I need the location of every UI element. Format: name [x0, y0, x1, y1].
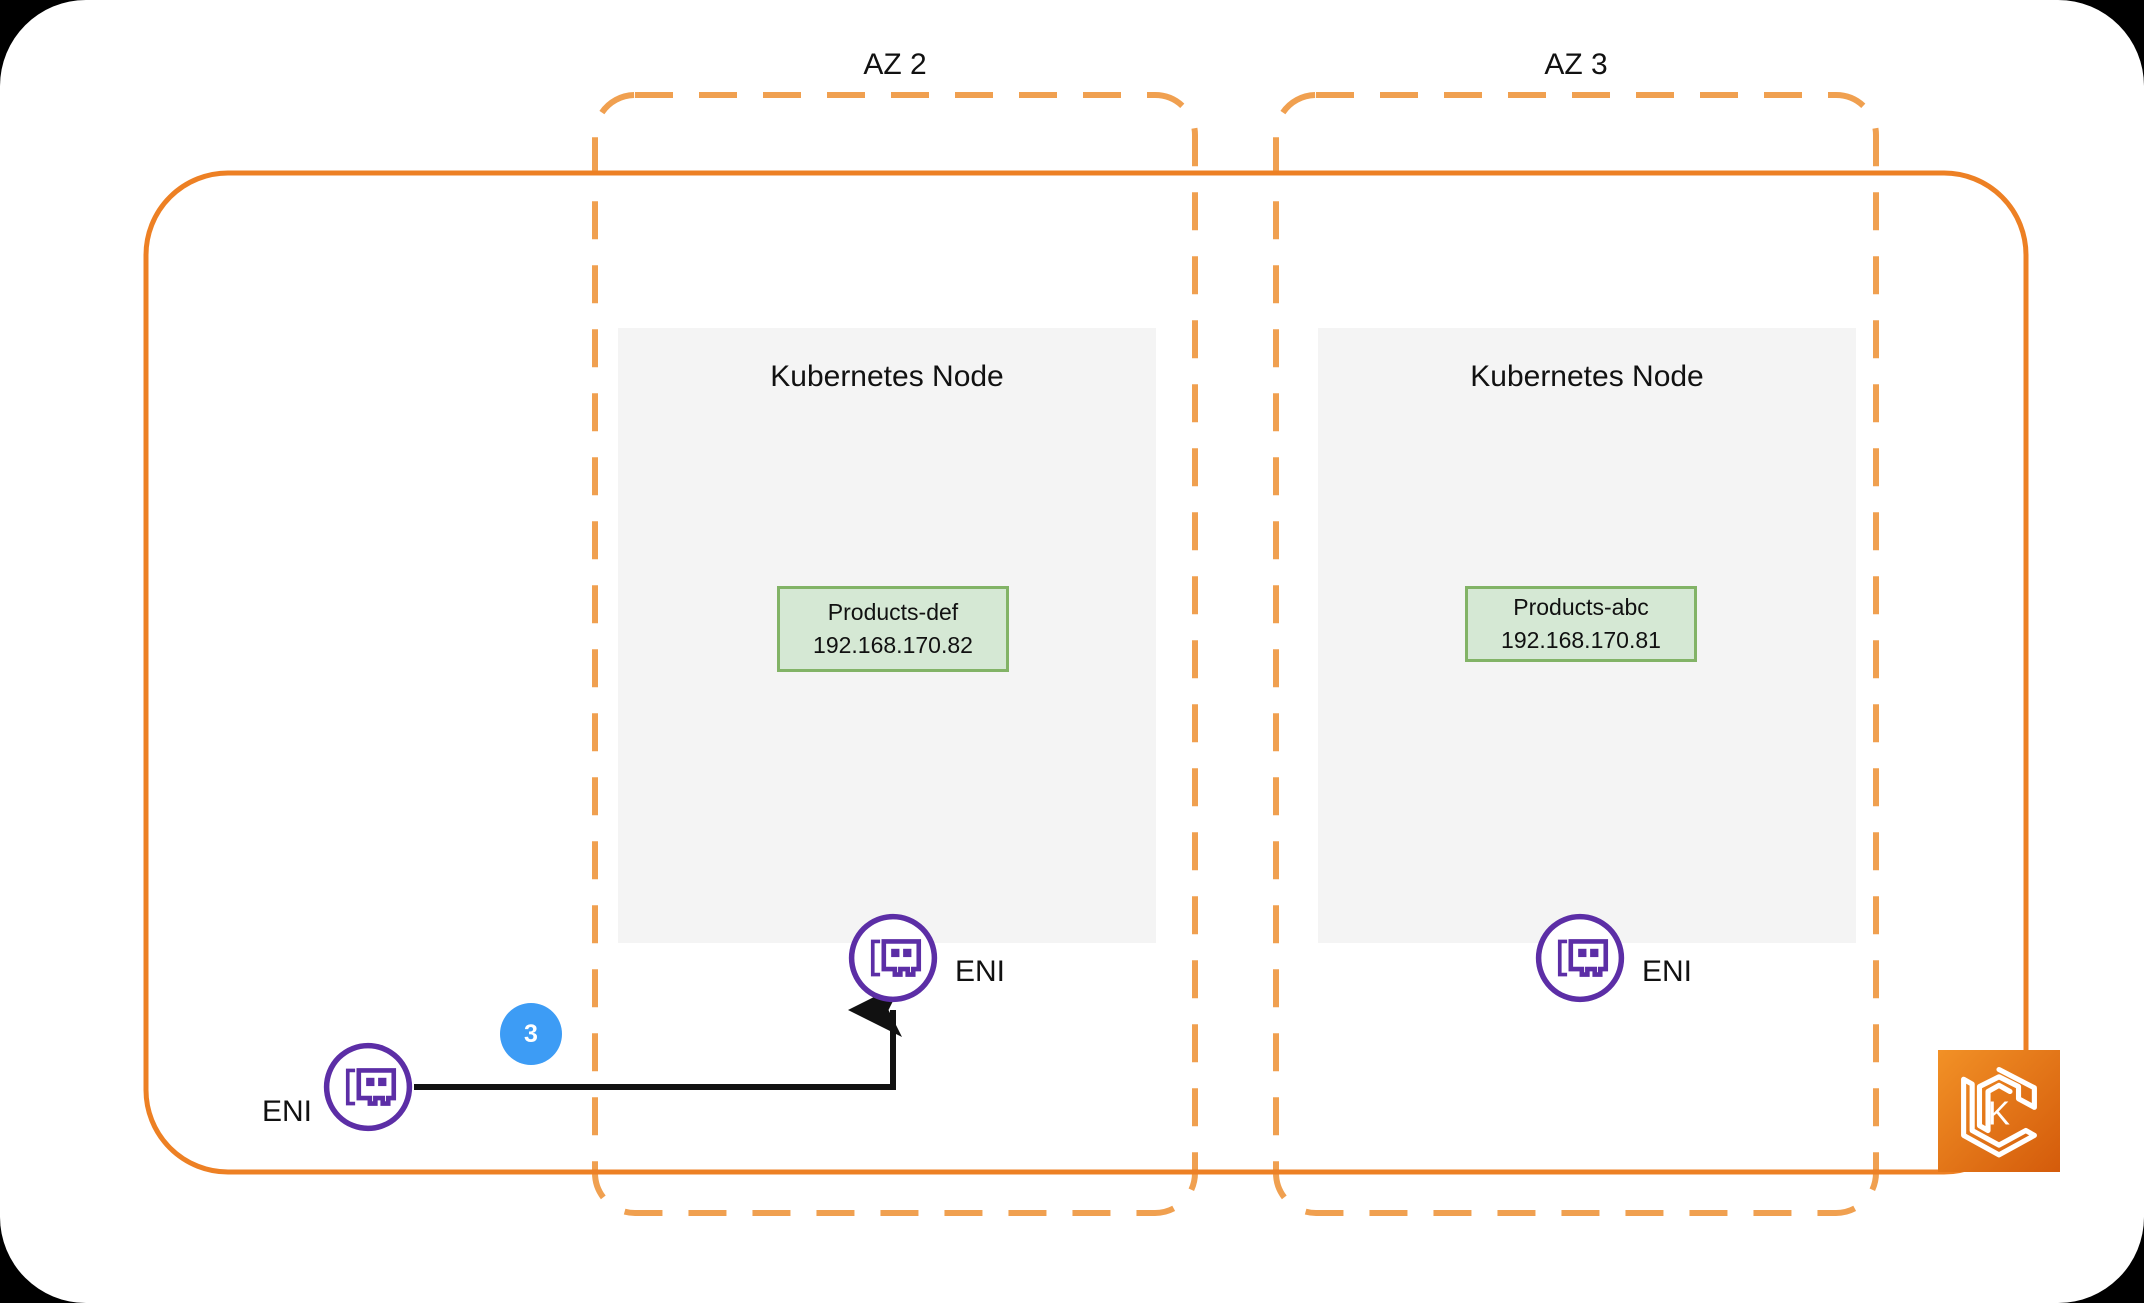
step-badge-3: 3 [500, 1003, 562, 1065]
pod-products-abc[interactable]: Products-abc 192.168.170.81 [1465, 586, 1697, 662]
kubernetes-node-az3-label: Kubernetes Node [1470, 360, 1704, 393]
pod-products-def-name: Products-def [827, 598, 959, 625]
eni-label: ENI [1642, 955, 1693, 988]
pod-products-abc-name: Products-abc [1513, 593, 1649, 620]
eni-icon[interactable] [847, 912, 939, 1004]
eni-icon[interactable] [1534, 912, 1626, 1004]
pod-products-def[interactable]: Products-def 192.168.170.82 [777, 586, 1009, 672]
amazon-eks-logo-icon: K [1938, 1050, 2060, 1172]
svg-text:K: K [1988, 1094, 2010, 1131]
az2-label: AZ 2 [863, 48, 927, 81]
az3-label: AZ 3 [1544, 48, 1608, 81]
eni-label: ENI [955, 955, 1006, 988]
kubernetes-node-az2-label: Kubernetes Node [770, 360, 1004, 393]
pod-products-abc-ip: 192.168.170.81 [1501, 627, 1661, 653]
pod-products-def-ip: 192.168.170.82 [813, 632, 973, 658]
eni-label: ENI [262, 1095, 313, 1128]
eni-icon[interactable] [322, 1041, 414, 1133]
